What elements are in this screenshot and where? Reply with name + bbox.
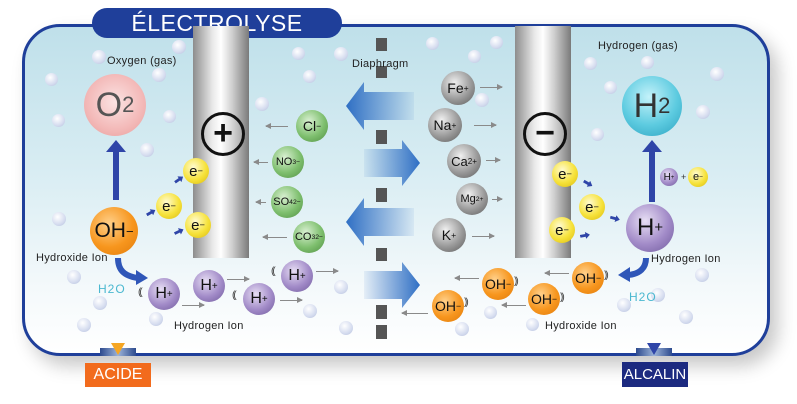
arrow-up-icon (642, 140, 662, 202)
acid-output-label: ACIDE (85, 363, 151, 387)
arrow-left-icon (346, 198, 414, 246)
arrow-right-icon (474, 122, 497, 128)
vibration-icon: (( (271, 266, 275, 277)
water-label-right: H2O (629, 290, 657, 304)
arrow-right-icon (182, 302, 205, 308)
electron: e− (185, 212, 211, 238)
hydrogen-ion-label-left: Hydrogen Ion (174, 320, 244, 332)
hydrogen-ion-small: H+ (660, 168, 678, 186)
arrow-left-icon (265, 123, 288, 129)
cation-iron: Fe+ (441, 71, 475, 105)
vibration-icon: )) (604, 270, 608, 281)
vibration-icon: )) (560, 292, 564, 303)
hydrogen-ion-large: H+ (626, 204, 674, 252)
electron: e− (183, 158, 209, 184)
curved-arrow-icon (115, 257, 148, 285)
oxygen-gas-label: Oxygen (gas) (107, 55, 177, 67)
arrow-left-icon (501, 302, 526, 308)
anion-chloride: Cl− (296, 110, 328, 142)
hydrogen-ion: H+ (148, 278, 180, 310)
curved-arrow-icon (618, 257, 649, 282)
vibration-icon: )) (514, 276, 518, 287)
alkaline-output-label: ALCALIN (622, 362, 688, 387)
hydroxide-ion-large: OH− (90, 207, 138, 255)
electron: e− (156, 193, 182, 219)
arrow-right-icon (486, 157, 501, 163)
arrow-up-icon (106, 140, 126, 200)
hydroxide-ion: OH− (482, 268, 514, 300)
hydrogen-ion: H+ (243, 283, 275, 315)
arrow-right-icon (364, 262, 420, 308)
arrow-down-icon (647, 343, 661, 355)
arrow-left-icon (401, 310, 428, 316)
hydroxide-ion-label-left: Hydroxide Ion (36, 252, 108, 264)
electron: e− (579, 194, 605, 220)
arrow-right-icon (227, 276, 250, 282)
positive-sign-icon: + (201, 112, 245, 156)
hydrogen-gas-label: Hydrogen (gas) (598, 40, 679, 52)
plus-label: + (681, 172, 687, 182)
arrow-right-icon (492, 196, 503, 202)
hydrogen-ion: H+ (193, 270, 225, 302)
arrow-down-icon (111, 343, 125, 355)
arrow-right-icon (280, 297, 303, 303)
hydroxide-ion-label-right: Hydroxide Ion (545, 320, 617, 332)
arrow-right-icon (472, 233, 495, 239)
hydrogen-ion: H+ (281, 260, 313, 292)
arrow-left-icon (454, 275, 479, 281)
electron: e− (549, 217, 575, 243)
cation-potassium: K+ (432, 218, 466, 252)
arrow-right-icon (480, 84, 503, 90)
arrow-left-icon (544, 270, 569, 276)
hydroxide-ion: OH− (572, 262, 604, 294)
hydroxide-ion: OH− (528, 283, 560, 315)
negative-sign-icon: − (523, 112, 567, 156)
vibration-icon: (( (232, 290, 236, 301)
arrow-left-icon (346, 82, 414, 130)
arrow-left-icon (255, 199, 266, 205)
water-label-left: H2O (98, 282, 126, 296)
hydrogen-ion-label-right: Hydrogen Ion (651, 253, 721, 265)
arrow-right-icon (316, 268, 339, 274)
arrow-left-icon (262, 234, 287, 240)
arrow-right-icon (364, 140, 420, 186)
electron: e− (552, 161, 578, 187)
vibration-icon: )) (464, 297, 468, 308)
hydroxide-ion: OH− (432, 290, 464, 322)
vibration-icon: (( (138, 287, 142, 298)
electron-small: e− (688, 167, 708, 187)
cation-sodium: Na+ (428, 108, 462, 142)
diaphragm-label: Diaphragm (352, 58, 409, 70)
arrow-left-icon (253, 159, 268, 165)
